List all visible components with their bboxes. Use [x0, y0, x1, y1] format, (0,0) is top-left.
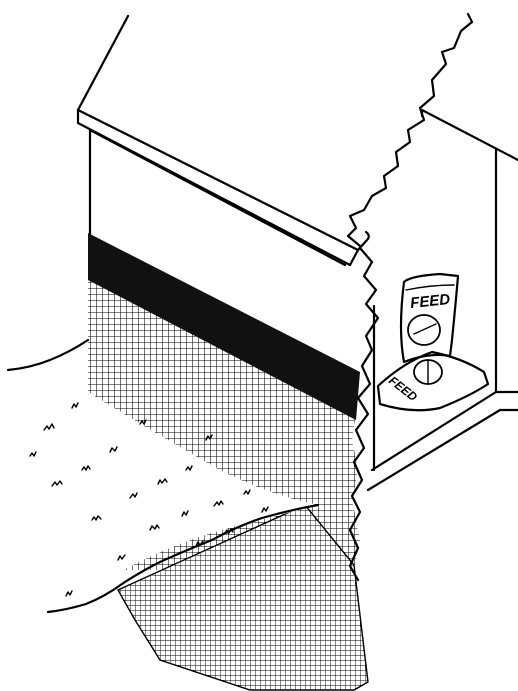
feed-bag-upright: FEED — [401, 274, 458, 362]
feed-bag-lying: FEED — [378, 352, 488, 410]
feed-bag-upright-label: FEED — [409, 291, 451, 312]
front-wall — [90, 130, 345, 265]
roof-cutaway-edge — [348, 14, 472, 246]
roof — [78, 16, 369, 265]
